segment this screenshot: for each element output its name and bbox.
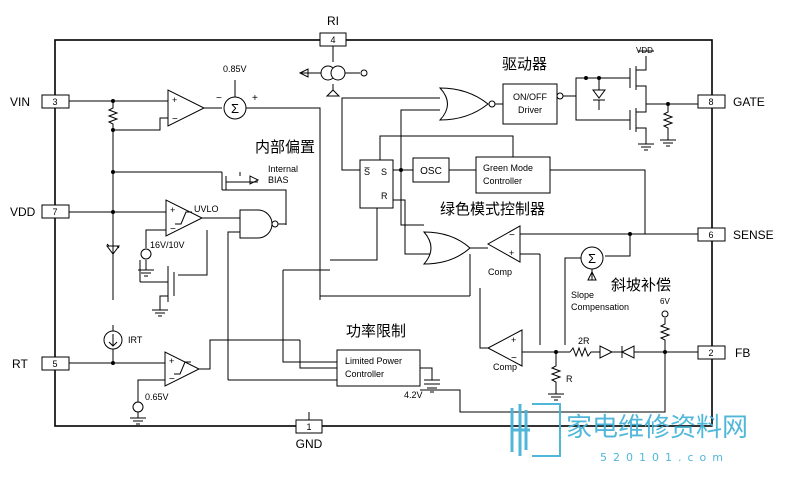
svg-text:+: + xyxy=(252,93,258,104)
svg-text:Green Mode: Green Mode xyxy=(483,163,533,173)
annotation-power-limit-cn: 功率限制 xyxy=(346,322,406,340)
svg-text:−: − xyxy=(169,374,175,385)
svg-text:Controller: Controller xyxy=(483,176,522,186)
nor-gate xyxy=(438,87,489,121)
svg-text:+: + xyxy=(169,356,174,366)
svg-text:+: + xyxy=(172,95,177,105)
annotation-green-cn: 绿色模式控制器 xyxy=(440,200,545,218)
svg-text:+: + xyxy=(170,205,175,215)
pin-number-gnd: 1 xyxy=(306,422,311,432)
svg-text:Slope: Slope xyxy=(571,290,594,300)
pin-number-ri: 4 xyxy=(330,35,335,45)
resistor-vin xyxy=(107,101,119,130)
label-065v: 0.65V xyxy=(145,392,169,402)
watermark: 家电维修资料网 520101.com xyxy=(510,403,748,464)
green-mode-controller xyxy=(475,156,551,194)
pin-number-rt: 5 xyxy=(52,359,57,369)
label-085v: 0.85V xyxy=(223,64,247,74)
pin-label-gnd: GND xyxy=(296,437,323,451)
svg-text:2R: 2R xyxy=(578,336,590,346)
label-6v: 6V xyxy=(660,297,670,306)
watermark-brand: 家电维修资料网 xyxy=(566,413,748,443)
pin-number-vin: 3 xyxy=(52,97,57,107)
annotation-bias-cn: 内部偏置 xyxy=(255,138,315,156)
svg-text:S: S xyxy=(381,167,387,177)
svg-text:Controller: Controller xyxy=(345,369,384,379)
label-irt: IRT xyxy=(128,335,143,345)
svg-text:R: R xyxy=(381,191,388,201)
pin-label-vin: VIN xyxy=(10,95,30,109)
pin-box-gate xyxy=(697,94,726,109)
svg-text:Σ: Σ xyxy=(588,251,596,266)
label-comp-1: Comp xyxy=(488,267,512,277)
svg-text:−: − xyxy=(509,230,515,241)
svg-text:−: − xyxy=(216,93,222,104)
svg-text:−: − xyxy=(511,353,517,364)
pin-number-gate: 8 xyxy=(708,97,713,107)
svg-text:+: + xyxy=(511,335,516,345)
pin-number-sense: 6 xyxy=(708,230,713,240)
nand-gate xyxy=(239,209,273,239)
pin-label-ri: RI xyxy=(327,14,339,28)
on-off-driver xyxy=(502,83,558,125)
comparator-2 xyxy=(486,329,523,367)
svg-text:ON/OFF: ON/OFF xyxy=(513,92,547,102)
annotation-slope-cn: 斜坡补偿 xyxy=(611,276,671,294)
svg-text:−: − xyxy=(170,224,176,235)
label-uvlo: UVLO xyxy=(194,204,219,214)
svg-text:R: R xyxy=(566,374,573,384)
svg-text:Limited Power: Limited Power xyxy=(345,356,402,366)
label-16v-10v: 16V/10V xyxy=(150,240,185,250)
svg-text:Σ: Σ xyxy=(231,101,239,116)
svg-text:−: − xyxy=(172,114,178,125)
label-42v: 4.2V xyxy=(404,390,423,400)
pin-label-vdd: VDD xyxy=(10,205,36,219)
annotation-driver-cn: 驱动器 xyxy=(502,55,547,73)
flip-flop xyxy=(359,159,394,209)
svg-text:S̅: S̅ xyxy=(364,167,370,177)
svg-text:+: + xyxy=(509,248,514,258)
svg-text:Driver: Driver xyxy=(518,105,542,115)
comparator-1 xyxy=(486,225,521,263)
or-gate xyxy=(422,231,471,265)
label-comp-2: Comp xyxy=(493,362,517,372)
pin-label-gate: GATE xyxy=(733,95,765,109)
pin-label-sense: SENSE xyxy=(733,228,774,242)
pin-label-rt: RT xyxy=(12,357,28,371)
svg-text:Compensation: Compensation xyxy=(571,302,629,312)
limited-power-controller xyxy=(336,349,421,387)
pin-number-vdd: 7 xyxy=(52,207,57,217)
pin-number-fb: 2 xyxy=(708,348,713,358)
label-osc: OSC xyxy=(420,166,442,177)
watermark-site: 520101.com xyxy=(600,451,729,464)
svg-text:BIAS: BIAS xyxy=(268,175,289,185)
comparator-vin xyxy=(167,89,206,127)
svg-text:Internal: Internal xyxy=(268,164,298,174)
pin-label-fb: FB xyxy=(735,346,750,360)
